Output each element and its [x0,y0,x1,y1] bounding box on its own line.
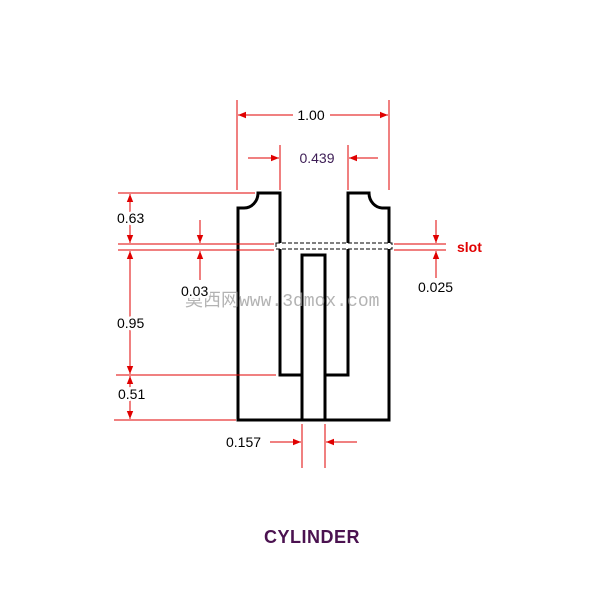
watermark-text: 莫西网www.3dmox.com [185,290,379,312]
slot-callout-label: slot [457,239,482,255]
top-section-height-label: 0.63 [117,210,144,226]
dimension-lines [114,100,446,468]
middle-section-height-label: 0.95 [117,315,144,331]
cylinder-outer-outline [236,191,391,422]
cylinder-body [236,191,391,422]
drawing-title: CYLINDER [264,527,360,547]
slot-cut [275,242,393,250]
slot-thickness-label: 0.025 [418,279,453,295]
pin-width-label: 0.157 [226,434,261,450]
slot-offset-label: 0.03 [181,283,208,299]
bottom-section-height-label: 0.51 [118,386,145,402]
center-pin-outline [300,253,327,422]
overall-width-label: 1.00 [297,107,324,123]
dimension-labels: 1.00 0.439 0.63 0.03 0.95 0.51 0.025 0.1… [115,105,456,453]
gap-width-label: 0.439 [299,150,334,166]
